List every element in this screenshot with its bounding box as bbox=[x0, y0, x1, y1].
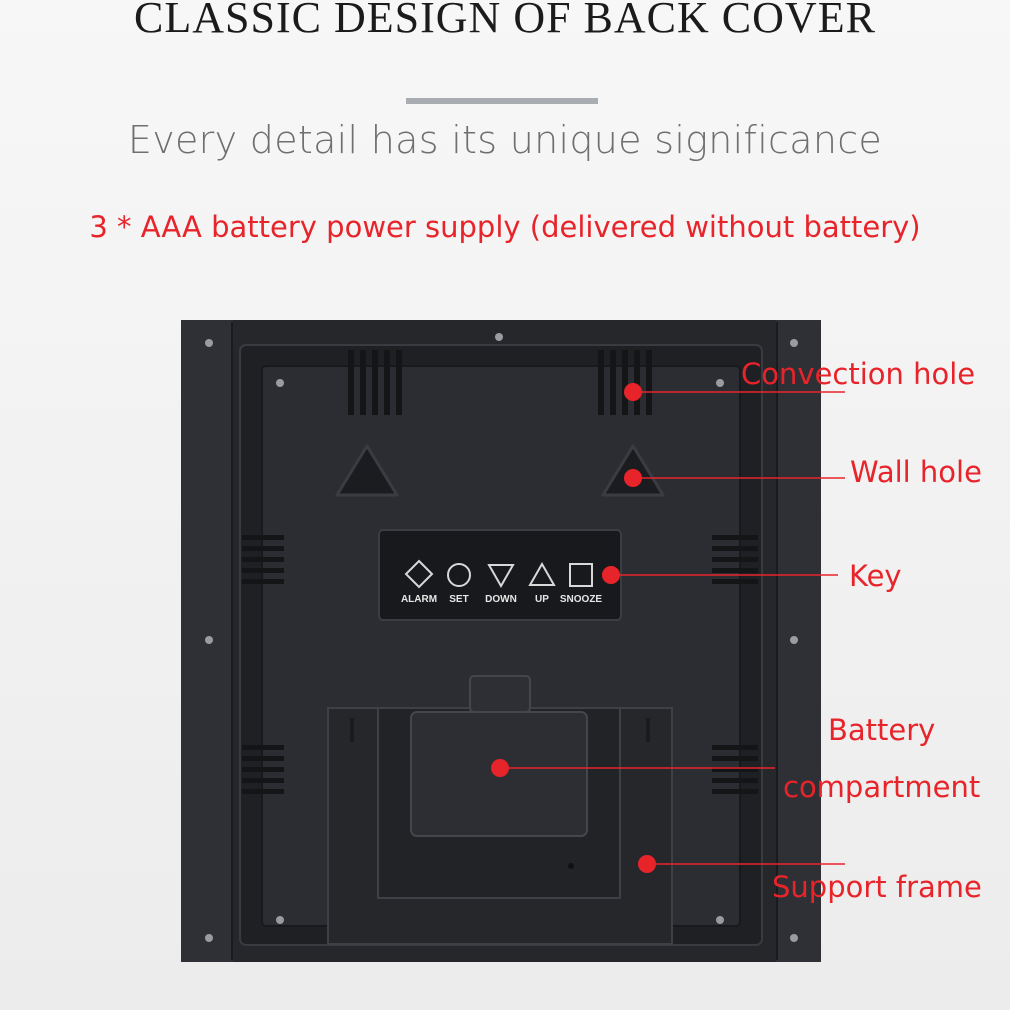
reset-hole bbox=[568, 863, 574, 869]
page-title: CLASSIC DESIGN OF BACK COVER bbox=[134, 0, 876, 42]
key-label-alarm: ALARM bbox=[401, 594, 437, 605]
set-key-icon[interactable] bbox=[447, 563, 471, 587]
page-subtitle: Every detail has its unique significance bbox=[127, 118, 883, 162]
callout-support-frame: Support frame bbox=[772, 870, 982, 904]
wall-hole-left bbox=[335, 444, 399, 497]
alarm-key-icon[interactable] bbox=[404, 559, 434, 589]
snooze-key-icon[interactable] bbox=[569, 563, 593, 587]
callout-lines bbox=[500, 391, 845, 865]
callout-compartment: compartment bbox=[783, 770, 981, 804]
key-label-snooze: SNOOZE bbox=[560, 594, 603, 605]
callout-convection-hole: Convection hole bbox=[741, 357, 976, 391]
up-key-icon[interactable] bbox=[528, 561, 556, 586]
callout-key: Key bbox=[849, 559, 902, 593]
callout-battery: Battery bbox=[828, 713, 936, 747]
down-key-icon[interactable] bbox=[487, 564, 515, 589]
side-vents bbox=[242, 535, 758, 794]
convection-vents bbox=[348, 350, 652, 415]
right-rail bbox=[776, 320, 821, 962]
callout-wall-hole: Wall hole bbox=[850, 455, 982, 489]
battery-power-note: 3 * AAA battery power supply (delivered … bbox=[89, 210, 921, 244]
key-label-down: DOWN bbox=[485, 594, 517, 605]
key-label-set: SET bbox=[449, 594, 468, 605]
callout-dots bbox=[491, 383, 656, 873]
key-label-up: UP bbox=[535, 594, 549, 605]
title-divider bbox=[406, 98, 598, 104]
key-panel bbox=[378, 529, 622, 621]
screws bbox=[205, 333, 798, 942]
battery-latch[interactable] bbox=[469, 675, 531, 713]
